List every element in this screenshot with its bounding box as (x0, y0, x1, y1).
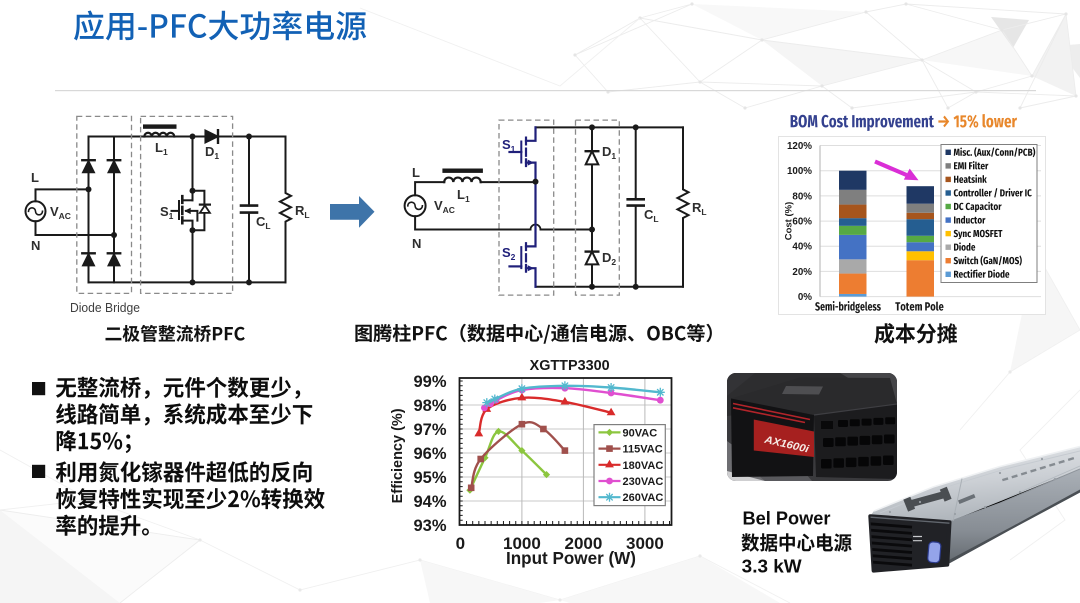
svg-text:Diode Bridge: Diode Bridge (70, 301, 140, 315)
svg-text:Cost (%): Cost (%) (784, 202, 795, 241)
svg-text:0: 0 (456, 534, 465, 553)
svg-text:1000: 1000 (503, 534, 541, 553)
svg-text:99%: 99% (413, 373, 446, 391)
svg-text:D1: D1 (602, 144, 616, 161)
svg-text:CL: CL (256, 214, 271, 231)
svg-text:260VAC: 260VAC (623, 492, 664, 504)
svg-text:L1: L1 (155, 140, 168, 157)
svg-text:RL: RL (692, 200, 707, 217)
svg-text:N: N (31, 238, 40, 253)
svg-text:S1: S1 (502, 137, 516, 154)
svg-text:98%: 98% (413, 397, 446, 415)
svg-text:96%: 96% (413, 445, 446, 463)
svg-text:L1: L1 (457, 187, 470, 204)
svg-text:S2: S2 (502, 245, 516, 262)
svg-text:VAC: VAC (50, 204, 71, 221)
svg-text:115VAC: 115VAC (623, 444, 663, 456)
svg-text:Input Power (W): Input Power (W) (506, 548, 636, 568)
svg-text:80%: 80% (792, 191, 812, 202)
svg-text:90VAC: 90VAC (623, 427, 658, 439)
svg-text:120%: 120% (787, 141, 812, 152)
svg-text:97%: 97% (413, 421, 446, 439)
svg-text:S1: S1 (160, 204, 174, 221)
svg-text:2000: 2000 (564, 534, 602, 553)
svg-text:180VAC: 180VAC (623, 460, 664, 472)
svg-text:L: L (412, 165, 420, 180)
svg-text:XGTTP3300: XGTTP3300 (530, 358, 610, 374)
svg-text:100%: 100% (787, 166, 812, 177)
svg-text:VAC: VAC (434, 198, 455, 215)
svg-text:Efficiency (%): Efficiency (%) (389, 408, 406, 503)
svg-text:RL: RL (295, 203, 310, 220)
svg-text:230VAC: 230VAC (623, 476, 664, 488)
svg-text:20%: 20% (792, 267, 812, 278)
svg-text:3.3 kW: 3.3 kW (742, 557, 802, 577)
svg-text:95%: 95% (413, 469, 446, 487)
svg-text:3000: 3000 (626, 534, 664, 553)
svg-text:0%: 0% (798, 292, 812, 303)
svg-text:L: L (31, 170, 39, 185)
svg-text:Bel Power: Bel Power (743, 509, 831, 529)
svg-text:93%: 93% (413, 517, 446, 535)
svg-text:60%: 60% (792, 217, 812, 228)
svg-text:N: N (412, 236, 421, 251)
svg-text:94%: 94% (413, 493, 446, 511)
svg-text:CL: CL (644, 207, 659, 224)
svg-text:40%: 40% (792, 242, 812, 253)
svg-text:D2: D2 (602, 250, 616, 267)
svg-text:D1: D1 (205, 144, 219, 161)
